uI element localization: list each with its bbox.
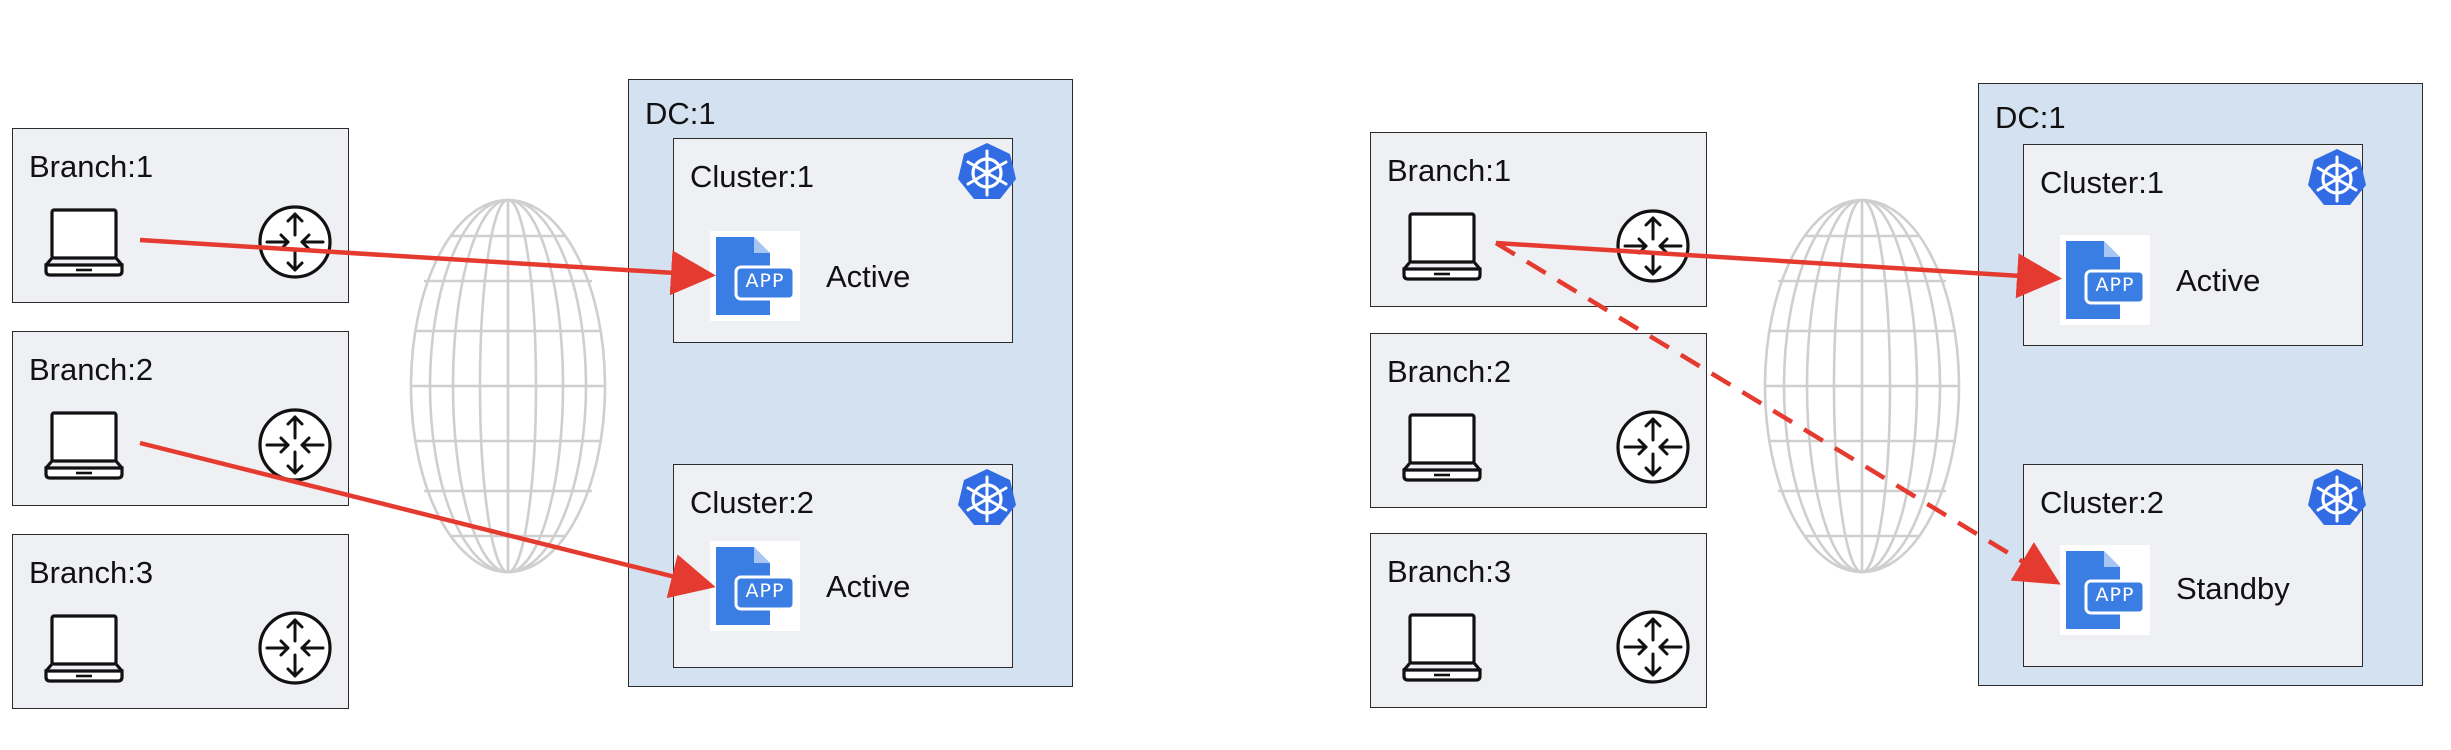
branch-box-3: Branch:3 — [1370, 533, 1707, 708]
laptop-icon — [1401, 612, 1483, 684]
kubernetes-icon — [2306, 147, 2368, 209]
router-icon — [257, 610, 333, 686]
cluster-box-1: Cluster:1 APP Active — [2023, 144, 2363, 346]
router-icon — [1615, 208, 1691, 284]
router-icon — [1615, 609, 1691, 685]
diagram-panel-right: Branch:1 Branch:2 Branch:3 DC:1 Cluster:… — [1360, 0, 2451, 750]
router-icon — [257, 407, 333, 483]
kubernetes-icon — [956, 141, 1018, 203]
diagram-panel-left: Branch:1 Branch:2 Branch:3 DC:1 Cluster:… — [0, 0, 1225, 750]
cluster-label: Cluster:1 — [690, 159, 815, 194]
cluster-label: Cluster:2 — [2040, 485, 2165, 520]
branch-label: Branch:3 — [29, 555, 154, 590]
branch-label: Branch:1 — [29, 149, 154, 184]
branch-box-1: Branch:1 — [1370, 132, 1707, 307]
app-icon-label: APP — [745, 270, 785, 292]
cluster-box-1: Cluster:1 APP Active — [673, 138, 1013, 343]
branch-label: Branch:1 — [1387, 153, 1512, 188]
cluster-label: Cluster:1 — [2040, 165, 2165, 200]
laptop-icon — [1401, 211, 1483, 283]
internet-globe-icon — [408, 196, 608, 576]
branch-box-1: Branch:1 — [12, 128, 349, 303]
laptop-icon — [43, 207, 125, 279]
kubernetes-icon — [2306, 467, 2368, 529]
branch-label: Branch:3 — [1387, 554, 1512, 589]
internet-globe-icon — [1762, 196, 1962, 576]
laptop-icon — [43, 613, 125, 685]
laptop-icon — [43, 410, 125, 482]
branch-label: Branch:2 — [29, 352, 154, 387]
datacenter-box: DC:1 Cluster:1 APP Active Cluster:2 APP … — [628, 79, 1073, 687]
branch-label: Branch:2 — [1387, 354, 1512, 389]
branch-box-3: Branch:3 — [12, 534, 349, 709]
cluster-status: Standby — [2176, 571, 2290, 606]
datacenter-box: DC:1 Cluster:1 APP Active Cluster:2 APP … — [1978, 83, 2423, 686]
branch-box-2: Branch:2 — [1370, 333, 1707, 508]
app-icon: APP — [2060, 545, 2150, 635]
app-icon-label: APP — [2095, 274, 2135, 296]
datacenter-label: DC:1 — [1995, 100, 2066, 135]
router-icon — [257, 204, 333, 280]
cluster-status: Active — [2176, 263, 2261, 298]
cluster-box-2: Cluster:2 APP Standby — [2023, 464, 2363, 667]
laptop-icon — [1401, 412, 1483, 484]
app-icon: APP — [710, 231, 800, 321]
cluster-status: Active — [826, 569, 911, 604]
app-icon-label: APP — [2095, 584, 2135, 606]
app-icon: APP — [710, 541, 800, 631]
app-icon-label: APP — [745, 580, 785, 602]
kubernetes-icon — [956, 467, 1018, 529]
app-icon: APP — [2060, 235, 2150, 325]
router-icon — [1615, 409, 1691, 485]
branch-box-2: Branch:2 — [12, 331, 349, 506]
cluster-status: Active — [826, 259, 911, 294]
cluster-label: Cluster:2 — [690, 485, 815, 520]
cluster-box-2: Cluster:2 APP Active — [673, 464, 1013, 668]
datacenter-label: DC:1 — [645, 96, 716, 131]
